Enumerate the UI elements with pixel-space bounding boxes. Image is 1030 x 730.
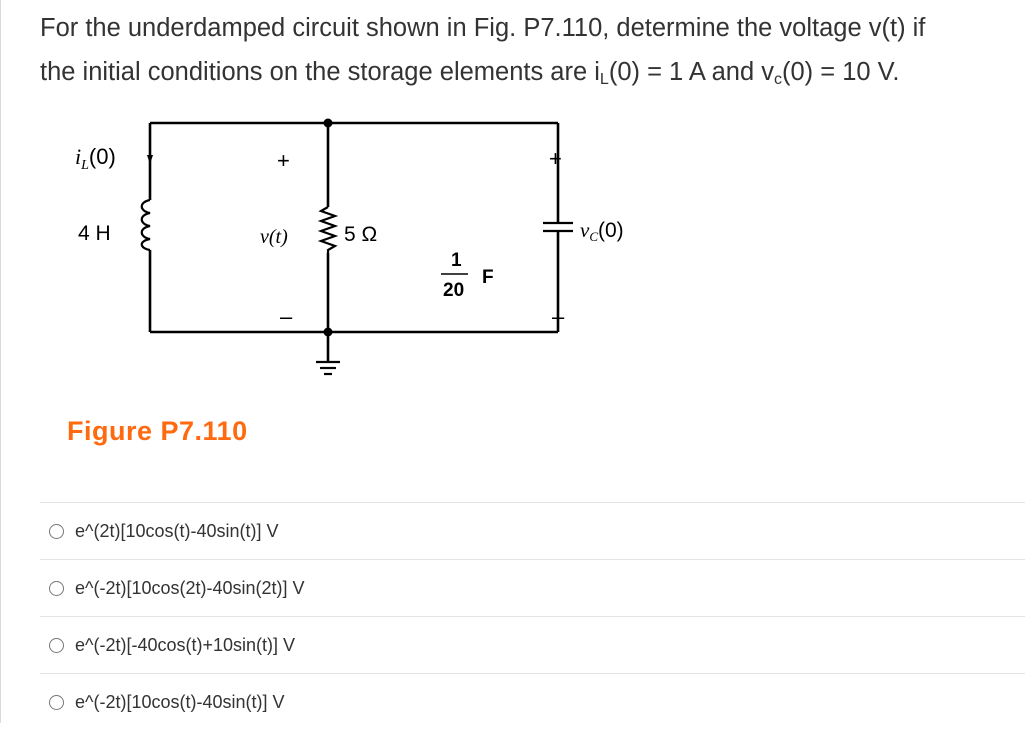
- voltage-minus-sign: –: [280, 304, 293, 329]
- question-text: For the underdamped circuit shown in Fig…: [40, 6, 1010, 94]
- left-border: [0, 0, 1, 723]
- inductor-symbol: [140, 198, 151, 252]
- answer-option-label: e^(-2t)[10cos(2t)-40sin(2t)] V: [75, 577, 305, 598]
- answer-option-1[interactable]: e^(2t)[10cos(t)-40sin(t)] V: [40, 502, 1025, 559]
- inductor-value-label: 4 H: [78, 222, 111, 245]
- radio-button[interactable]: [49, 580, 64, 596]
- answer-option-2[interactable]: e^(-2t)[10cos(2t)-40sin(2t)] V: [40, 559, 1025, 616]
- resistor-value-label: 5 Ω: [344, 223, 377, 246]
- cap-voltage-minus-sign: –: [552, 304, 565, 329]
- question-line-1: For the underdamped circuit shown in Fig…: [40, 14, 926, 42]
- answer-option-4[interactable]: e^(-2t)[10cos(t)-40sin(t)] V: [40, 673, 1025, 730]
- voltage-label: v(t): [260, 226, 288, 248]
- question-line-2: the initial conditions on the storage el…: [40, 50, 1010, 94]
- node-dot-top: [323, 118, 333, 128]
- current-arrow-icon: [147, 155, 153, 164]
- question-subscript: L: [599, 71, 609, 88]
- question-text-part: the initial conditions on the storage el…: [40, 58, 600, 86]
- question-text-part: (0) = 10 V.: [781, 58, 900, 86]
- cap-voltage-label: vC(0): [580, 218, 624, 244]
- circuit-wires: [148, 121, 560, 362]
- capacitance-numerator: 1: [451, 250, 462, 271]
- answer-option-label: e^(-2t)[10cos(t)-40sin(t)] V: [75, 691, 285, 712]
- resistor-symbol: [317, 206, 339, 253]
- radio-button[interactable]: [49, 694, 64, 710]
- question-subscript: c: [773, 71, 782, 88]
- node-dot-bottom: [323, 327, 333, 337]
- radio-button[interactable]: [49, 523, 64, 539]
- answer-options: e^(2t)[10cos(t)-40sin(t)] V e^(-2t)[10co…: [40, 502, 1025, 730]
- answer-option-3[interactable]: e^(-2t)[-40cos(t)+10sin(t)] V: [40, 616, 1025, 673]
- figure-caption: Figure P7.110: [67, 416, 248, 446]
- voltage-plus-sign: +: [277, 148, 290, 173]
- capacitance-unit: F: [482, 267, 494, 288]
- capacitance-denominator: 20: [443, 280, 464, 301]
- cap-voltage-plus-sign: +: [549, 146, 562, 171]
- radio-button[interactable]: [49, 637, 64, 653]
- answer-option-label: e^(2t)[10cos(t)-40sin(t)] V: [75, 520, 279, 541]
- circuit-diagram: iL(0) 4 H + v(t) – 5 Ω 1 20 F + vC(0) –: [75, 118, 624, 376]
- ground-symbol: [316, 360, 340, 376]
- answer-option-label: e^(-2t)[-40cos(t)+10sin(t)] V: [75, 634, 296, 655]
- capacitor-symbol: [543, 221, 573, 233]
- inductor-current-label: iL(0): [75, 144, 116, 173]
- question-text-part: (0) = 1 A and v: [608, 58, 774, 86]
